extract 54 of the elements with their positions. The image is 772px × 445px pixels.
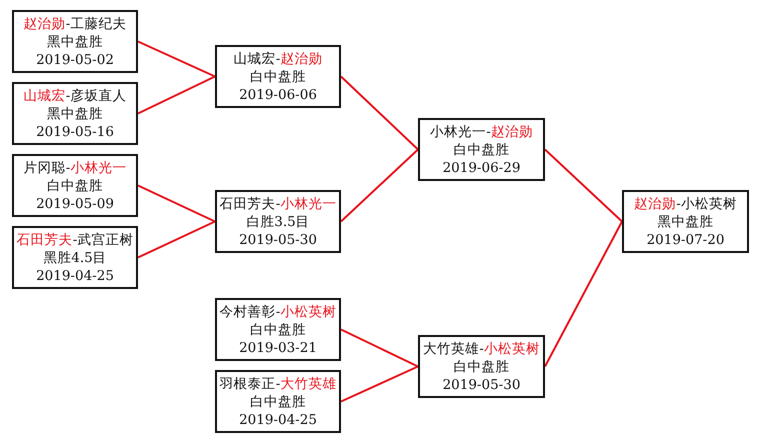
result-text: 白中盘胜 xyxy=(250,68,306,86)
result-text: 黑中盘胜 xyxy=(47,32,103,50)
player-names: 片冈聪-小林光一 xyxy=(24,158,126,176)
match-box xyxy=(622,190,749,253)
result-text: 黑中盘胜 xyxy=(47,104,103,122)
bracket-line xyxy=(138,40,216,78)
result-text: 黑中盘胜 xyxy=(658,212,714,230)
match-box xyxy=(418,335,545,398)
match-box xyxy=(12,226,138,289)
match-box xyxy=(215,190,341,253)
date-text: 2019-03-21 xyxy=(239,338,317,356)
date-text: 2019-05-02 xyxy=(36,50,114,68)
player-names: 大竹英雄-小松英树 xyxy=(423,340,540,358)
date-text: 2019-05-30 xyxy=(442,376,520,394)
player-names: 赵治勋-工藤纪夫 xyxy=(24,14,126,32)
match-box xyxy=(215,45,341,108)
match-box xyxy=(418,118,545,181)
bracket-line xyxy=(544,221,623,367)
result-text: 白胜3.5目 xyxy=(246,212,310,230)
match-box xyxy=(215,370,341,433)
result-text: 白中盘胜 xyxy=(47,176,103,194)
date-text: 2019-06-06 xyxy=(239,86,317,104)
result-text: 白中盘胜 xyxy=(454,140,510,158)
result-text: 白中盘胜 xyxy=(250,320,306,338)
result-text: 黑胜4.5目 xyxy=(43,248,107,266)
player-names: 石田芳夫-小林光一 xyxy=(220,194,336,212)
match-box xyxy=(215,298,341,361)
player-names: 赵治勋-小松英树 xyxy=(634,194,737,212)
result-text: 白中盘胜 xyxy=(250,392,306,410)
result-text: 白中盘胜 xyxy=(454,358,510,376)
bracket-line xyxy=(340,76,419,150)
player-names: 石田芳夫-武宫正树 xyxy=(16,230,134,248)
player-names: 羽根泰正-大竹英雄 xyxy=(220,374,336,392)
bracket-line xyxy=(138,184,216,222)
player-names: 小林光一-赵治勋 xyxy=(430,122,533,140)
bracket-line xyxy=(340,328,418,368)
bracket-line xyxy=(138,76,216,114)
date-text: 2019-05-16 xyxy=(36,122,114,140)
bracket-line xyxy=(544,148,623,222)
date-text: 2019-07-20 xyxy=(646,230,724,248)
date-text: 2019-06-29 xyxy=(442,158,520,176)
player-names: 山城宏-赵治勋 xyxy=(234,50,322,68)
bracket-line xyxy=(138,220,216,258)
date-text: 2019-05-30 xyxy=(239,230,317,248)
bracket-line xyxy=(340,148,419,222)
date-text: 2019-04-25 xyxy=(239,410,317,428)
date-text: 2019-04-25 xyxy=(36,266,114,284)
match-box xyxy=(12,82,138,145)
bracket-line xyxy=(340,366,418,402)
player-names: 今村善彰-小松英树 xyxy=(220,302,336,320)
date-text: 2019-05-09 xyxy=(36,194,114,212)
match-box xyxy=(12,10,138,73)
match-box xyxy=(12,154,138,217)
player-names: 山城宏-彦坂直人 xyxy=(24,86,126,104)
